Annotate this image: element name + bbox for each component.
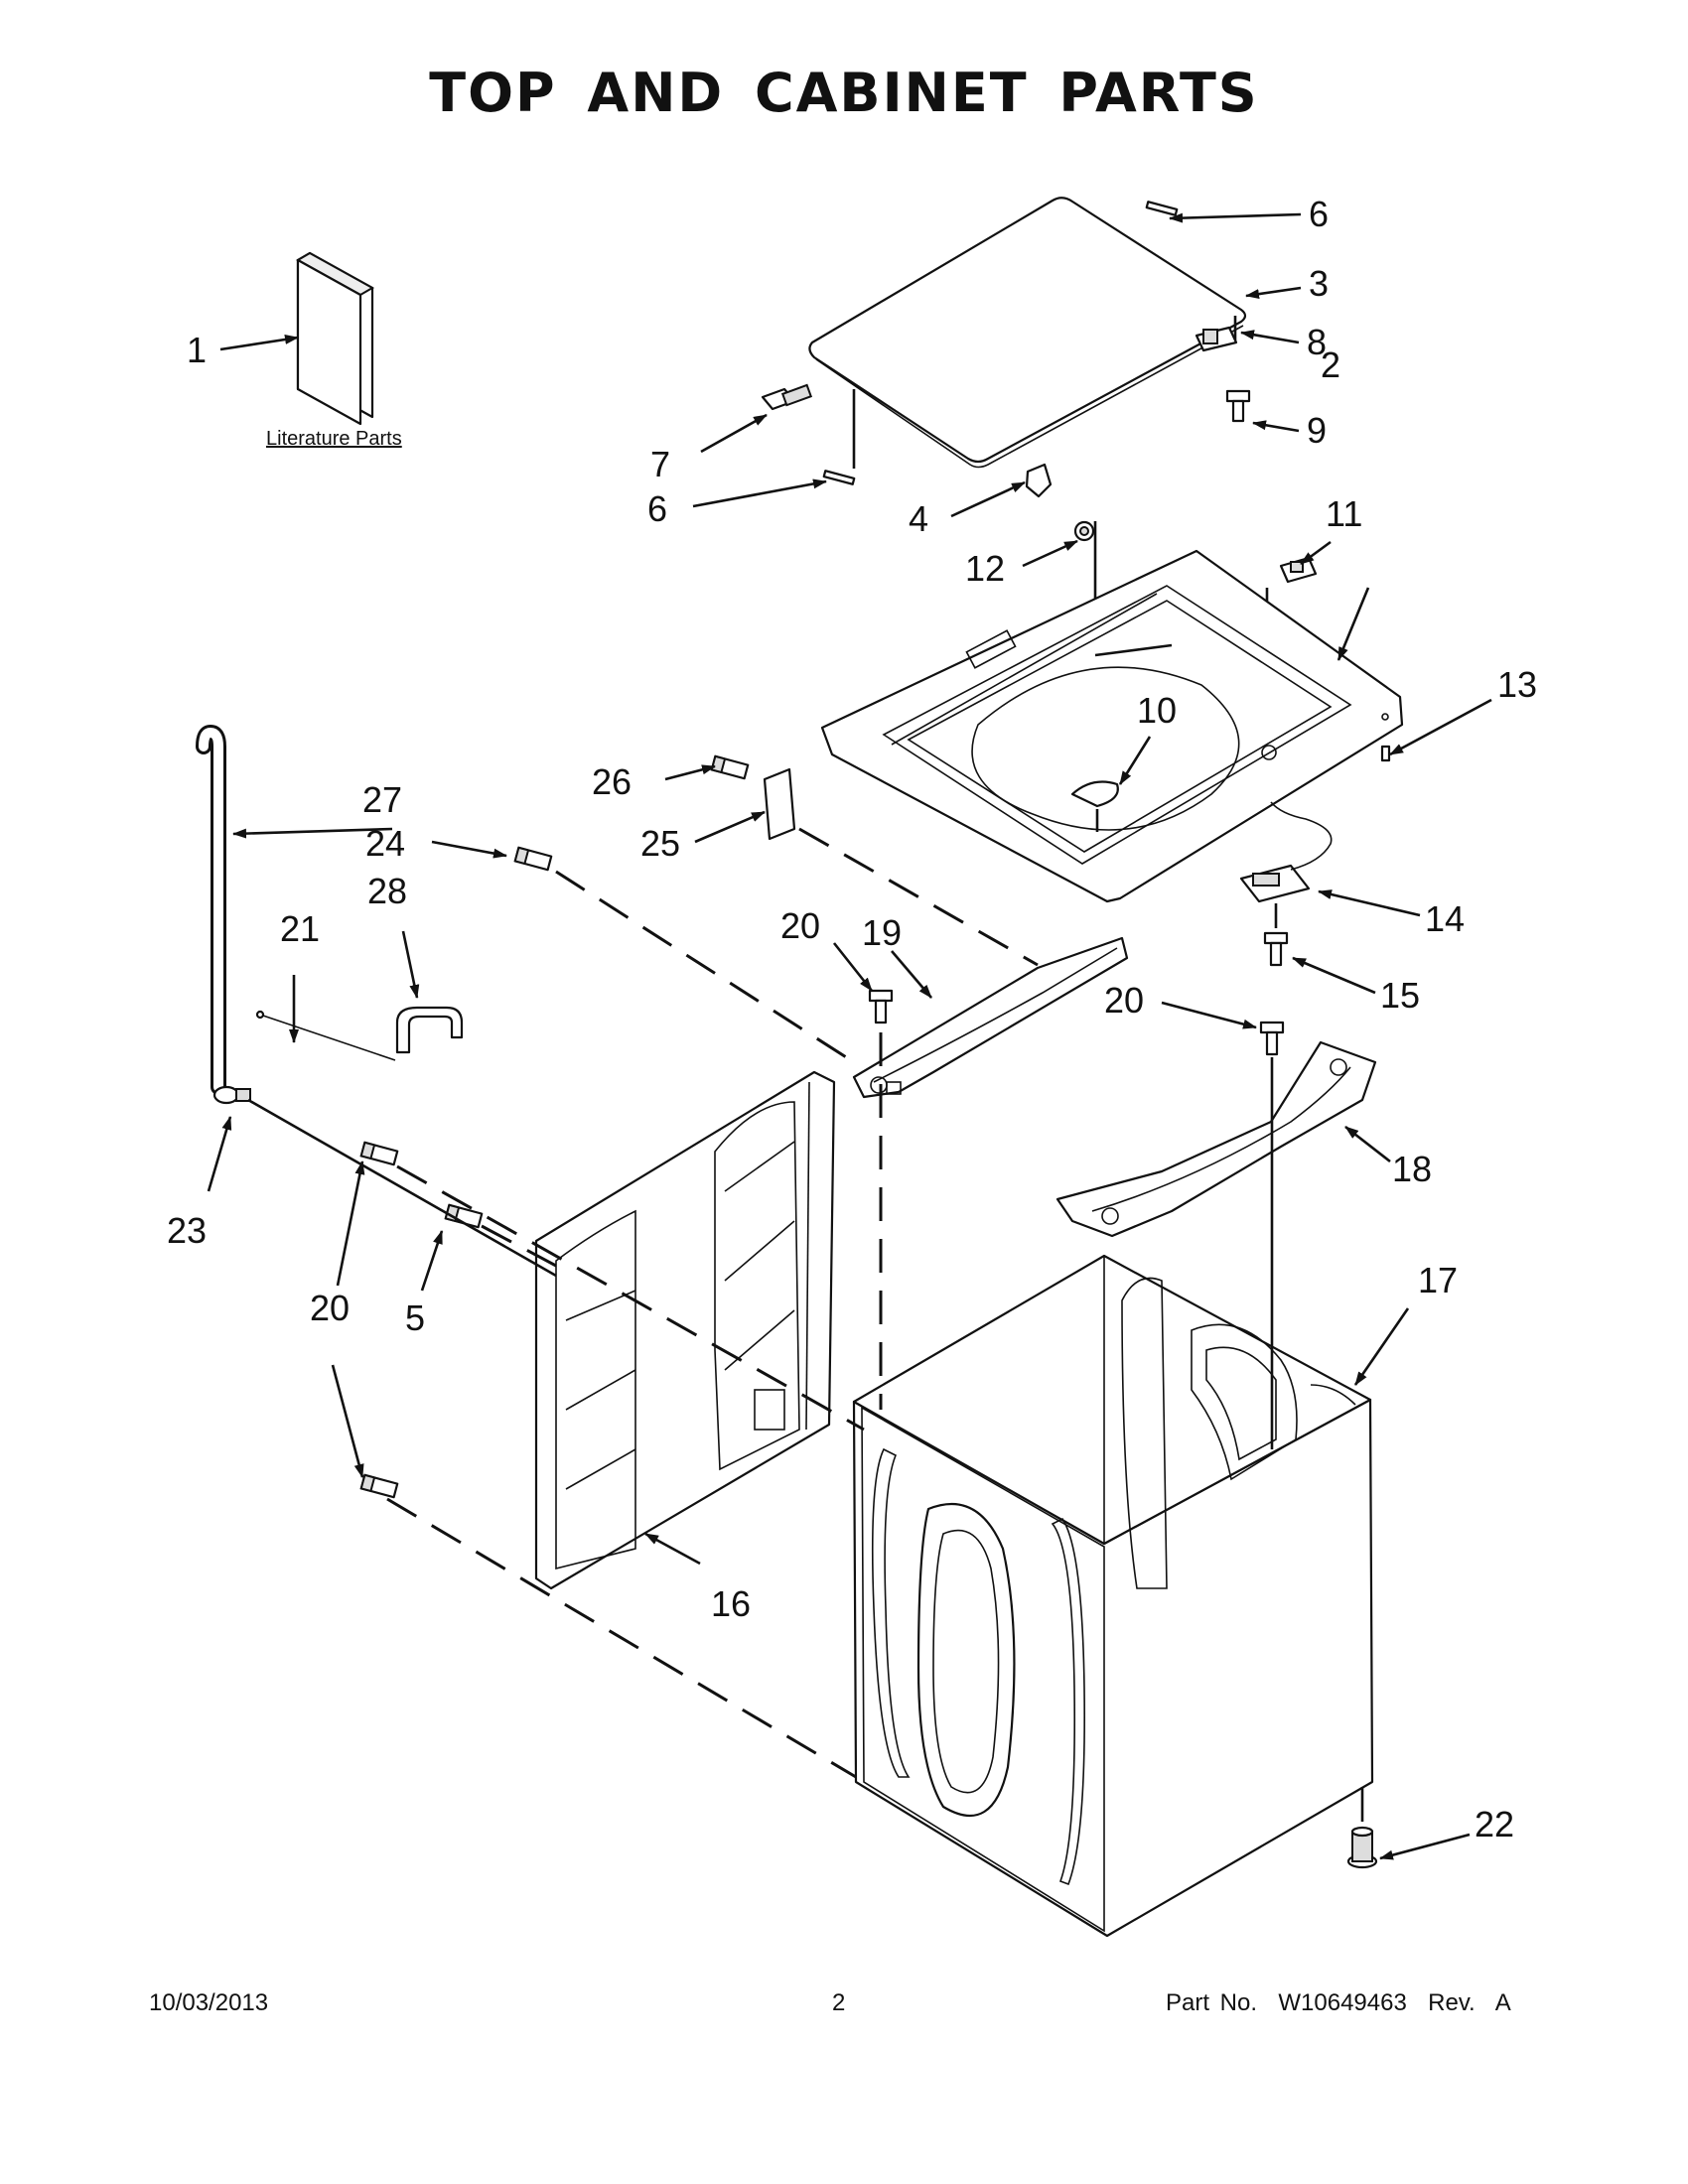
lid-part [808, 197, 1247, 469]
lid-bumper [1025, 463, 1053, 498]
footer-date: 10/03/2013 [149, 1989, 269, 2016]
page-title: TOP AND CABINET PARTS [429, 62, 1259, 124]
screw-13 [1380, 745, 1391, 762]
hose-form-part [395, 1006, 464, 1054]
callout-23: 23 [167, 1210, 207, 1251]
callout-1: 1 [187, 330, 207, 370]
callout-4: 4 [909, 498, 928, 539]
lid-switch-part [1239, 801, 1333, 903]
callout-10: 10 [1137, 690, 1177, 731]
screw-20-rear [1259, 1021, 1285, 1056]
callout-2: 2 [1321, 344, 1340, 385]
top-brace-part [852, 936, 1129, 1099]
plug-12 [1073, 520, 1095, 542]
callout-25: 25 [640, 823, 680, 864]
callout-19: 19 [862, 912, 902, 953]
literature-parts-label: Literature Parts [266, 428, 402, 450]
callout-24: 24 [365, 823, 405, 864]
callout-17: 17 [1418, 1260, 1458, 1300]
callout-8: 8 [1307, 322, 1327, 362]
rear-brace-part [1055, 1040, 1377, 1238]
callout-14: 14 [1425, 898, 1465, 939]
screw-20-left-lower [359, 1473, 399, 1499]
lid-switch-actuator [1195, 326, 1238, 352]
lid-hinge-pin-bottom [822, 470, 856, 485]
callout-5: 5 [405, 1297, 425, 1338]
callout-11: 11 [1326, 493, 1362, 534]
callout-27: 27 [362, 779, 402, 820]
screw-24 [513, 846, 553, 872]
callout-20-brace: 20 [780, 905, 820, 946]
footer-part-number: Part No. W10649463 Rev. A [1166, 1989, 1511, 2016]
callout-22: 22 [1475, 1804, 1514, 1844]
callout-26: 26 [592, 761, 632, 802]
callout-20-left: 20 [310, 1288, 350, 1328]
cabinet-part [852, 1254, 1374, 1938]
callout-6-top: 6 [1309, 194, 1329, 234]
leveling-foot-part [1346, 1826, 1378, 1869]
callout-15: 15 [1380, 975, 1420, 1016]
screw-20-left-upper [359, 1141, 399, 1166]
screw-7 [761, 383, 813, 411]
callout-20-rear: 20 [1104, 980, 1144, 1021]
literature-booklet-part [295, 251, 375, 426]
callout-9: 9 [1307, 410, 1327, 451]
drain-hose-part [196, 724, 251, 1105]
callout-7: 7 [650, 444, 670, 484]
screw-20-brace [868, 989, 894, 1024]
callout-28: 28 [367, 871, 407, 911]
lid-hinge-pin-top [1145, 201, 1179, 216]
footer-page-number: 2 [832, 1989, 846, 2016]
callout-6-bottom: 6 [647, 488, 667, 529]
top-panel-part [820, 549, 1404, 903]
screw-26 [710, 754, 750, 780]
callout-21: 21 [280, 908, 320, 949]
cable-tie-part [255, 1010, 396, 1061]
clip-25 [763, 767, 796, 841]
callout-18: 18 [1392, 1149, 1432, 1189]
screw-15 [1263, 931, 1289, 967]
lid-lock-clip [1279, 556, 1318, 584]
callout-13: 13 [1497, 664, 1537, 705]
screw-9 [1225, 389, 1251, 423]
callout-16: 16 [711, 1583, 751, 1624]
callout-3: 3 [1309, 263, 1329, 304]
callout-12: 12 [965, 548, 1005, 589]
